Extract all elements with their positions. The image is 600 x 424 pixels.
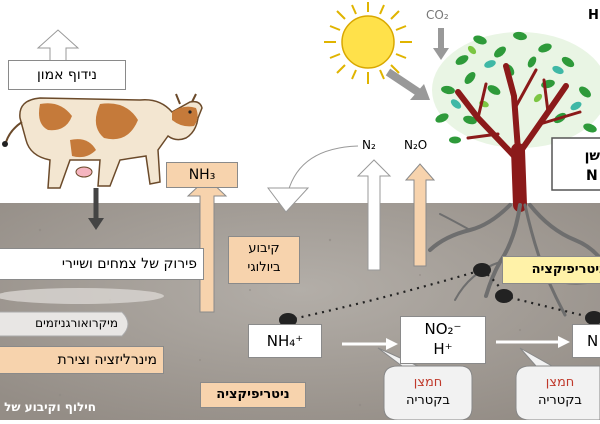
tree-box-line2: N (586, 168, 598, 184)
nitrification-bottom-label: ניטריפיקציה (200, 382, 306, 408)
sunlight-arrow (385, 68, 421, 96)
n2o-label: N₂O (404, 138, 428, 152)
n2-emission-arrow (356, 159, 392, 271)
decomposition-shadow (0, 288, 164, 304)
tree-uptake-box (551, 137, 600, 191)
decomposition-label: פירוק של צמחים ושיירי (0, 248, 204, 280)
mineralization-label: מינרליזציה וצירת (0, 346, 164, 374)
n2o-emission-arrow (404, 163, 436, 267)
acid-bacteria-1-line2: בקטריה (406, 393, 450, 408)
cow-illustration (2, 93, 203, 189)
h-label-top: H (588, 8, 599, 23)
bacteria-bubble-2 (515, 347, 600, 421)
co2-label: CO₂ (426, 8, 449, 22)
biological-fixation-line2: ביולוגי (247, 260, 281, 275)
nh3-label: NH₃ (166, 162, 238, 188)
nitrification-right-label: ניטריפיקציה (502, 256, 600, 284)
no2-line1: NO₂⁻ (424, 320, 462, 338)
no3-label-partial: N (572, 324, 600, 358)
acid-bacteria-2-line2: בקטריה (538, 393, 582, 408)
tree-trunk (455, 63, 582, 212)
bacteria-bubble-1 (377, 347, 473, 421)
biological-fixation-line1: קיבוע (248, 241, 280, 256)
acid-bacteria-1: חמצן בקטריה (384, 374, 472, 410)
leaching-label: חילוף וקיבוע של (4, 400, 96, 414)
microorganisms-shape (0, 311, 129, 337)
biological-fixation-label: קיבוע ביולוגי (228, 236, 300, 284)
tree-box-line1: שן (584, 148, 600, 164)
ammonia-up-arrow (36, 29, 80, 63)
ammonia-volatilization-label: נידוף אמון (8, 60, 126, 90)
sun-icon (324, 2, 412, 84)
microorganisms-label: מיקרואורגניזמים (35, 316, 118, 330)
nh4-label: NH₄⁺ (248, 324, 322, 358)
n2-label: N₂ (362, 138, 376, 152)
acid-bacteria-1-line1: חמצן (413, 375, 443, 390)
acid-bacteria-2: חמצן בקטריה (520, 374, 600, 410)
no2-label: NO₂⁻ H⁺ (400, 316, 486, 364)
no2-line2: H⁺ (433, 340, 453, 358)
acid-bacteria-2-line1: חמצן (545, 375, 575, 390)
